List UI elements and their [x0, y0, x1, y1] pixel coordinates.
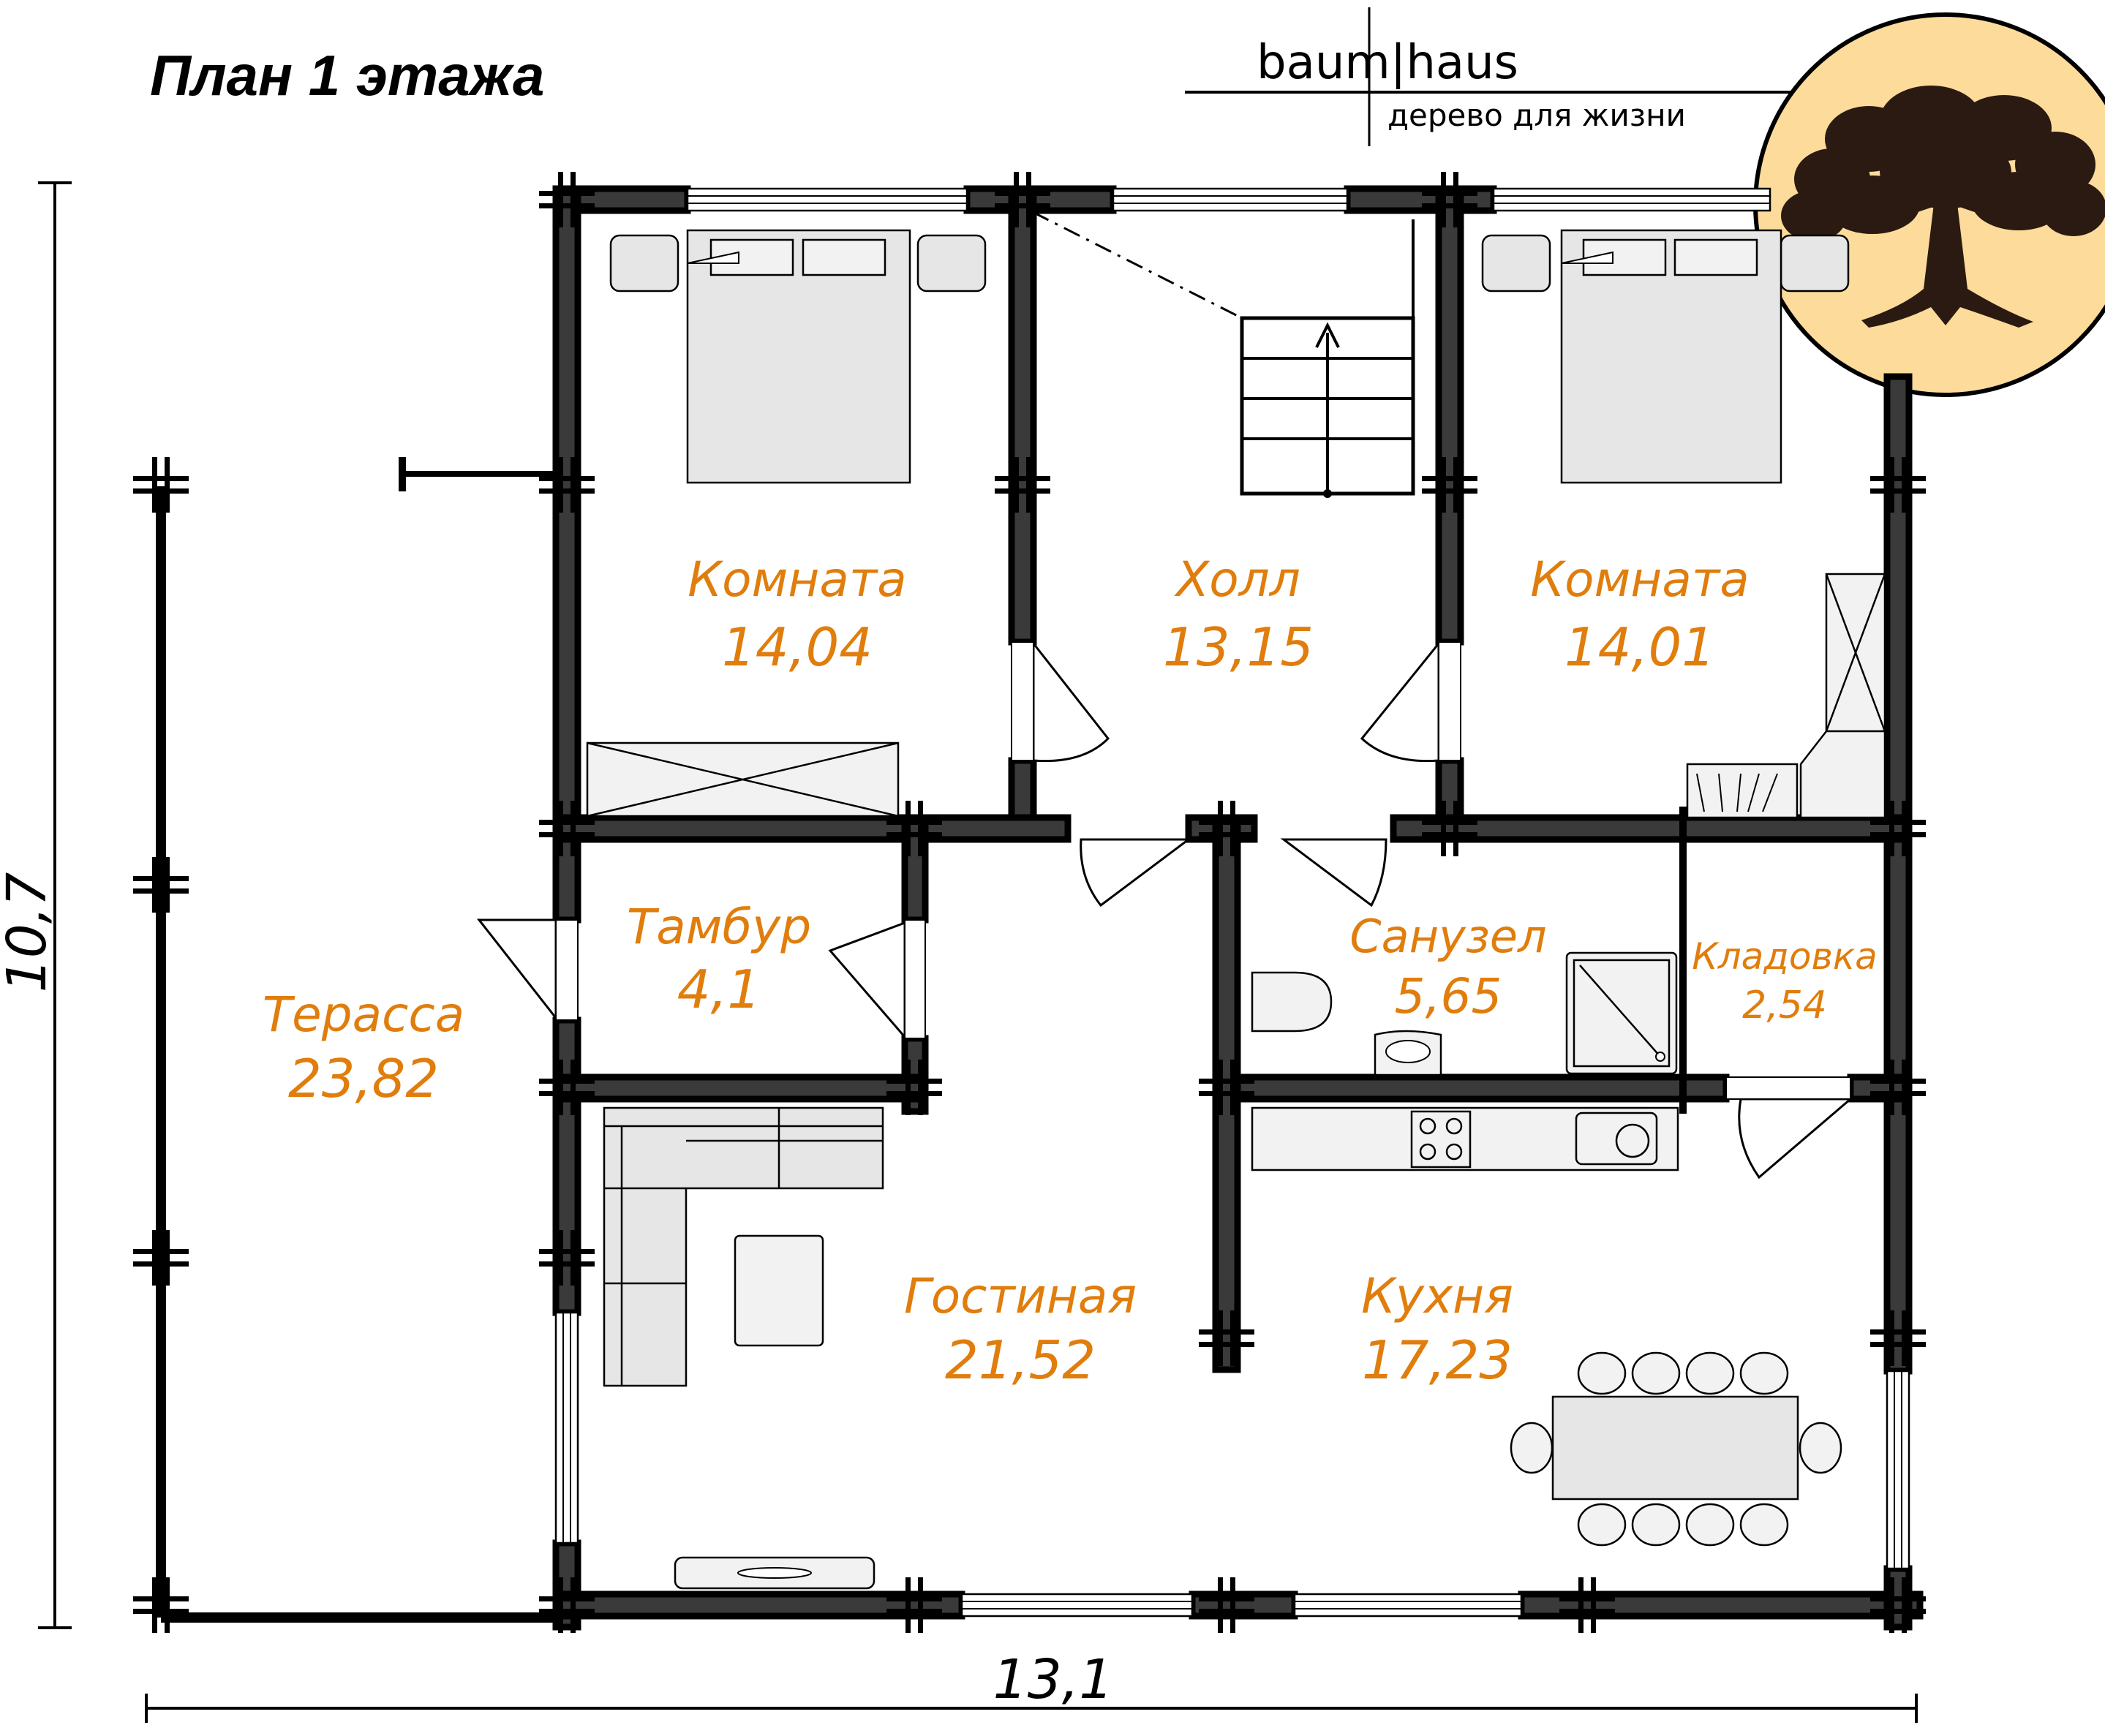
chair	[1631, 1351, 1681, 1395]
log-cross-mark	[1199, 1310, 1254, 1366]
log-cross-mark	[1199, 1060, 1254, 1115]
log-cross-mark	[995, 172, 1050, 227]
log-cross-mark	[133, 857, 189, 913]
chair	[1577, 1351, 1627, 1395]
window	[686, 187, 968, 212]
room-area: 13,15	[1163, 616, 1314, 678]
room-area: 23,82	[288, 1048, 439, 1109]
room-right-label: Комната 14,01	[1530, 551, 1750, 678]
log-cross-mark	[539, 1230, 595, 1286]
kitchen-label: Кухня 17,23	[1361, 1268, 1513, 1391]
room-area: 14,04	[722, 616, 873, 678]
room-name: Комната	[688, 551, 907, 608]
dimension-height: 10,7	[0, 181, 72, 1629]
room-area: 21,52	[945, 1329, 1096, 1391]
room-area: 5,65	[1395, 968, 1502, 1024]
hall-label: Холл 13,15	[1163, 551, 1314, 678]
log-cross-mark	[133, 1230, 189, 1286]
room-area: 17,23	[1362, 1329, 1513, 1391]
dimension-width-label: 13,1	[993, 1648, 1114, 1711]
room-name: Холл	[1174, 551, 1300, 608]
window	[1492, 187, 1771, 212]
log-cross-mark	[995, 457, 1050, 513]
log-cross-mark	[1870, 457, 1926, 513]
window	[1112, 187, 1349, 212]
log-cross-mark	[539, 801, 595, 856]
log-cross-mark	[1870, 1577, 1926, 1633]
chair	[1739, 1351, 1789, 1395]
chair	[1631, 1503, 1681, 1547]
log-cross-mark	[539, 1060, 595, 1115]
log-cross-marks	[133, 172, 1926, 1633]
living-label: Гостиная 21,52	[904, 1268, 1137, 1391]
dimension-width: 13,1	[145, 1648, 1918, 1723]
window	[554, 1311, 579, 1544]
chair	[1577, 1503, 1627, 1547]
tree-logo-icon	[1753, 12, 2105, 397]
log-cross-mark	[886, 1577, 942, 1633]
log-cross-mark	[1870, 1310, 1926, 1366]
log-cross-mark	[1422, 172, 1477, 227]
log-cross-mark	[539, 1577, 595, 1633]
chair	[1739, 1503, 1789, 1547]
vestibule-label: Тамбур 4,1	[627, 899, 811, 1020]
room-name: Кухня	[1361, 1268, 1513, 1324]
chair	[1685, 1351, 1735, 1395]
furniture	[586, 229, 1886, 1590]
chair	[1799, 1422, 1842, 1474]
log-cross-mark	[1422, 801, 1477, 856]
plan-title: План 1 этажа	[150, 43, 544, 107]
log-cross-mark	[886, 1060, 942, 1115]
room-area: 4,1	[677, 959, 761, 1020]
room-area: 2,54	[1742, 984, 1827, 1027]
bathroom-label: Санузел 5,65	[1349, 910, 1546, 1024]
chair	[1685, 1503, 1735, 1547]
terrace-structure	[156, 457, 578, 1623]
window	[960, 1593, 1194, 1618]
room-left-label: Комната 14,04	[688, 551, 907, 678]
log-cross-mark	[1870, 1060, 1926, 1115]
brand-tagline: дерево для жизни	[1387, 97, 1686, 133]
log-cross-mark	[1199, 801, 1254, 856]
log-cross-mark	[133, 457, 189, 513]
log-cross-mark	[539, 172, 595, 227]
terrace-label: Терасса 23,82	[263, 986, 464, 1109]
chair	[1510, 1422, 1554, 1474]
room-name: Комната	[1530, 551, 1750, 608]
pantry-label: Кладовка 2,54	[1692, 935, 1878, 1027]
log-cross-mark	[1870, 801, 1926, 856]
doors	[476, 640, 1854, 1180]
room-area: 14,01	[1564, 616, 1715, 678]
log-cross-mark	[133, 1577, 189, 1633]
log-cross-mark	[1199, 1577, 1254, 1633]
room-name: Терасса	[263, 986, 464, 1043]
room-name: Кладовка	[1692, 935, 1878, 978]
window	[1886, 1370, 1910, 1570]
room-labels: Комната 14,04 Холл 13,15 Комната 14,01 Т…	[263, 551, 1878, 1391]
dimension-height-label: 10,7	[0, 872, 59, 993]
window	[1293, 1593, 1523, 1618]
windows	[554, 187, 1910, 1618]
log-cross-mark	[1422, 457, 1477, 513]
room-name: Тамбур	[627, 899, 811, 955]
log-cross-mark	[886, 801, 942, 856]
staircase	[1032, 211, 1415, 498]
brand-name: baum|haus	[1257, 36, 1518, 90]
log-cross-mark	[1559, 1577, 1615, 1633]
log-cross-mark	[539, 457, 595, 513]
brand-block: baum|haus дерево для жизни	[1185, 7, 1807, 146]
room-name: Гостиная	[904, 1268, 1137, 1324]
room-name: Санузел	[1349, 910, 1546, 963]
